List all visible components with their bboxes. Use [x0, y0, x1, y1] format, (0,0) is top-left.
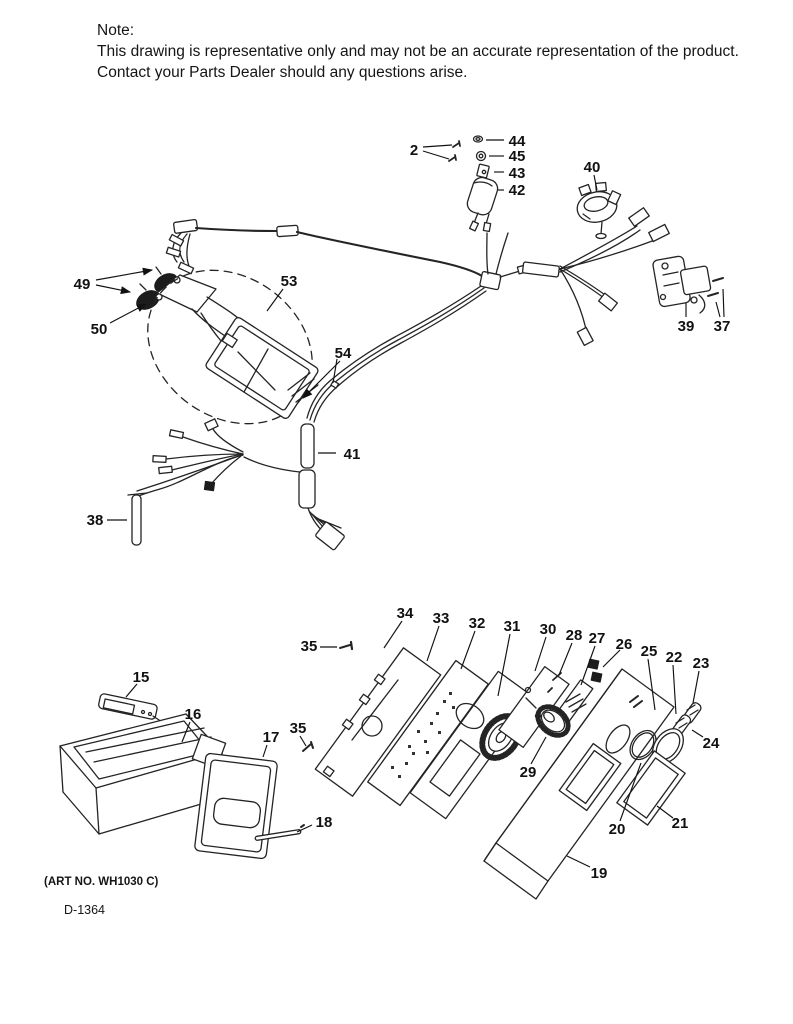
handle-15 — [98, 693, 163, 727]
callout-33: 33 — [433, 610, 450, 627]
harness-junction — [479, 271, 502, 291]
callout-38: 38 — [87, 512, 104, 529]
dispenser-module-53 — [147, 269, 340, 425]
callout-34: 34 — [397, 605, 414, 622]
drawer-front-17 — [194, 752, 278, 860]
callout-29: 29 — [520, 764, 537, 781]
dispenser-drawer-assembly — [59, 693, 314, 860]
trim-strip-18 — [254, 824, 305, 841]
callout-32: 32 — [469, 615, 486, 632]
wiring-harness — [165, 207, 670, 423]
note-title: Note: — [97, 22, 135, 39]
art-number: (ART NO. WH1030 C) — [44, 876, 159, 888]
callout-24: 24 — [703, 735, 720, 752]
callout-2: 2 — [410, 142, 418, 159]
callout-17: 17 — [263, 729, 280, 746]
note-line-1: This drawing is representative only and … — [97, 43, 739, 60]
callout-20: 20 — [609, 821, 626, 838]
knob-29 — [535, 704, 571, 738]
callout-44: 44 — [509, 133, 526, 150]
callout-23: 23 — [693, 655, 710, 672]
callout-15: 15 — [133, 669, 150, 686]
washer-44 — [472, 135, 484, 143]
callout-54: 54 — [335, 345, 352, 362]
callout-31: 31 — [504, 618, 521, 635]
sensor-harness-38 — [127, 418, 244, 546]
callout-27: 27 — [589, 630, 606, 647]
washer-45 — [475, 150, 487, 162]
trim-ring-20 — [629, 729, 657, 761]
callout-53: 53 — [281, 273, 298, 290]
control-panel-19 — [483, 668, 686, 900]
callout-35-bottom: 35 — [290, 720, 307, 737]
pads-26 — [587, 658, 603, 683]
callout-35-top: 35 — [301, 638, 318, 655]
callout-39: 39 — [678, 318, 695, 335]
callout-25: 25 — [641, 643, 658, 660]
callout-41: 41 — [344, 446, 361, 463]
callout-49: 49 — [74, 276, 91, 293]
control-board-stack — [314, 640, 702, 820]
callout-45: 45 — [509, 148, 526, 165]
callout-30: 30 — [540, 621, 557, 638]
callout-37: 37 — [714, 318, 731, 335]
screws-37 — [707, 277, 724, 297]
callout-16: 16 — [185, 706, 202, 723]
document-number: D-1364 — [64, 903, 105, 917]
thermistor-probe-38 — [131, 494, 142, 546]
harness-sleeve-41 — [243, 423, 345, 551]
inlet-valve-assembly — [136, 266, 252, 344]
callout-40: 40 — [584, 159, 601, 176]
callout-22: 22 — [666, 649, 683, 666]
callout-26: 26 — [616, 636, 633, 653]
callout-numbers: 2 44 45 43 42 40 39 37 49 50 53 54 41 38… — [74, 133, 731, 882]
callout-19: 19 — [591, 865, 608, 882]
capacitor-assembly — [448, 135, 499, 233]
callout-42: 42 — [509, 182, 526, 199]
screw-35-top — [339, 640, 354, 651]
door-lock-39 — [652, 255, 712, 314]
callout-43: 43 — [509, 165, 526, 182]
callout-18: 18 — [316, 814, 333, 831]
drawer-body-16 — [59, 713, 229, 835]
capacitor-42 — [466, 176, 499, 216]
part-40 — [576, 181, 622, 240]
callout-leader-lines — [95, 139, 725, 868]
screw-35-bottom — [302, 741, 314, 752]
note-line-2: Contact your Parts Dealer should any que… — [97, 64, 468, 81]
note-block: Note: This drawing is representative onl… — [97, 20, 769, 83]
callout-28: 28 — [566, 627, 583, 644]
callout-21: 21 — [672, 815, 689, 832]
callout-50: 50 — [91, 321, 108, 338]
screws-2 — [448, 140, 461, 162]
circuit-board-33 — [367, 659, 489, 807]
control-board-housing-34 — [314, 647, 442, 797]
